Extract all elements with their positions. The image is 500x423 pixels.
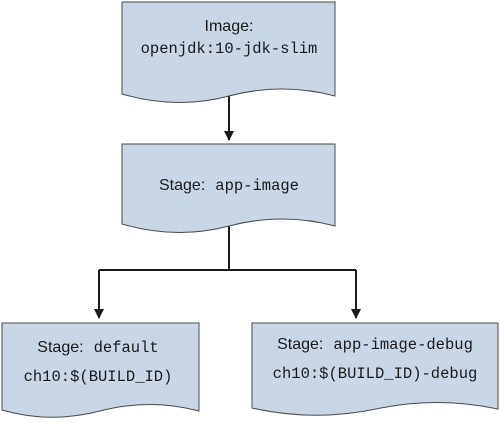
node-debug-title: Stage: app-image-debug bbox=[277, 336, 473, 354]
node-default: Stage: default ch10:$(BUILD_ID) bbox=[1, 322, 200, 418]
node-debug-tag: ch10:$(BUILD_ID)-debug bbox=[273, 365, 478, 383]
node-default-label: Stage: bbox=[37, 339, 83, 356]
node-default-title: Stage: default bbox=[37, 339, 158, 357]
node-image-value: openjdk:10-jdk-slim bbox=[141, 40, 318, 58]
node-debug-label: Stage: bbox=[277, 336, 323, 353]
connectors bbox=[94, 86, 361, 319]
node-app-image: Stage: app-image bbox=[121, 143, 336, 234]
node-app-image-value: app-image bbox=[215, 177, 299, 195]
node-image-shape bbox=[121, 1, 336, 104]
node-default-shape bbox=[1, 322, 200, 418]
node-image-label: Image: bbox=[205, 18, 254, 35]
node-app-image-shape bbox=[121, 143, 336, 234]
node-debug-shape bbox=[251, 322, 499, 416]
node-image: Image: openjdk:10-jdk-slim bbox=[121, 1, 336, 104]
node-app-image-label: Stage: bbox=[159, 177, 205, 194]
node-debug-value: app-image-debug bbox=[333, 336, 473, 354]
node-default-value: default bbox=[94, 339, 159, 357]
node-app-image-text: Stage: app-image bbox=[159, 177, 299, 195]
node-debug: Stage: app-image-debug ch10:$(BUILD_ID)-… bbox=[251, 322, 499, 416]
node-default-tag: ch10:$(BUILD_ID) bbox=[24, 368, 173, 386]
